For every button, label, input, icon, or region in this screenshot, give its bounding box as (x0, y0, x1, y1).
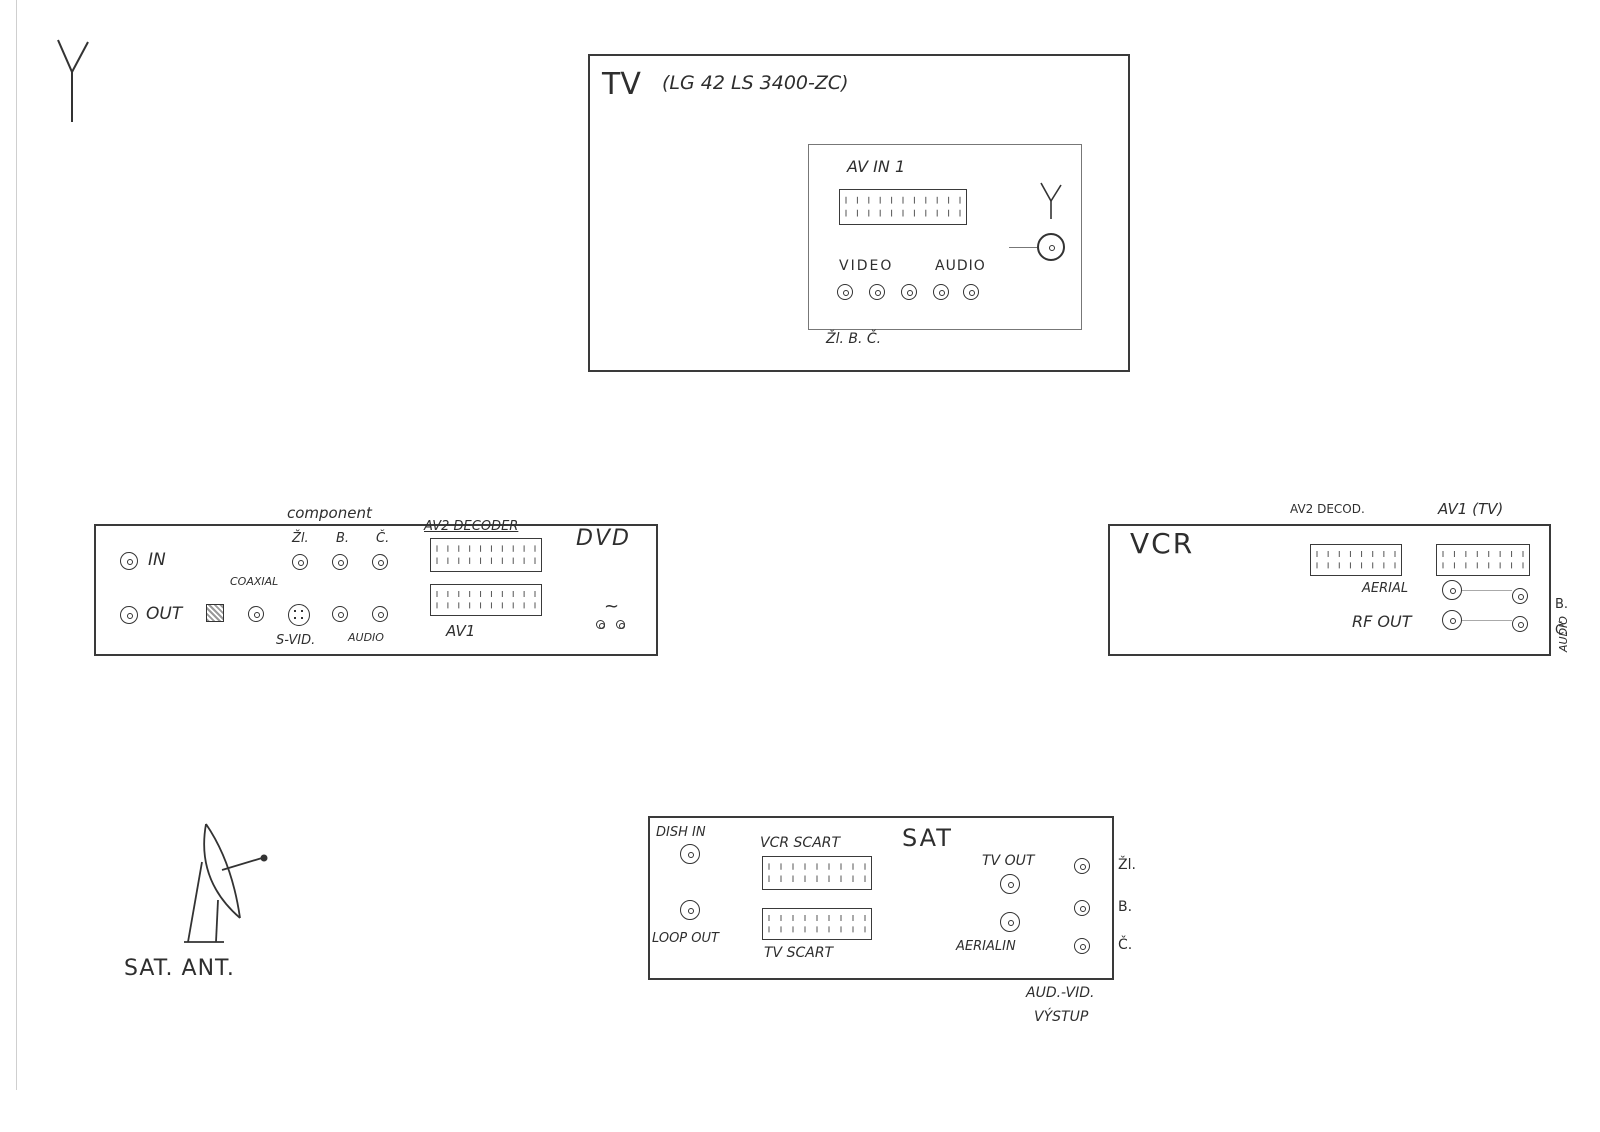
sat-aerial-in-label: AERIALIN (956, 939, 1016, 954)
dvd-svideo-jack[interactable] (288, 604, 310, 626)
dvd-coaxial-label: COAXIAL (230, 575, 279, 588)
scart-pins (1442, 551, 1524, 569)
dvd-panel: IN OUT COAXIAL Žl. B. Č. S-VID. AUDIO AV… (94, 520, 658, 656)
dvd-power-jack-1[interactable] (596, 620, 605, 629)
dvd-power-jack-2[interactable] (616, 620, 625, 629)
vcr-c-label: Č. (1555, 623, 1569, 638)
vcr-panel: VCR AERIAL RF OUT (1108, 524, 1551, 656)
sat-panel: DISH IN LOOP OUT VCR SCART TV SCART SAT … (648, 816, 1114, 980)
tv-av-in-label: AV IN 1 (847, 157, 906, 176)
tv-av-in-1-scart[interactable] (839, 189, 967, 225)
tv-antenna-lead (1009, 247, 1037, 248)
scart-pins (1316, 551, 1396, 569)
tv-audio-l-jack[interactable] (933, 284, 949, 300)
sat-av-zl-jack[interactable] (1074, 858, 1090, 874)
tv-connector-area: AV IN 1 VIDEO AUDIO (808, 144, 1082, 330)
sat-b-label: B. (1118, 899, 1133, 915)
dvd-optical-port[interactable] (206, 604, 224, 622)
dvd-component-label: component (287, 504, 372, 522)
scart-pins (436, 591, 536, 609)
vcr-av1-scart[interactable] (1436, 544, 1530, 576)
dvd-audio-r-jack[interactable] (372, 606, 388, 622)
dvd-title: DVD (576, 526, 631, 551)
dvd-out-label: OUT (146, 604, 183, 624)
vcr-aerial-jack[interactable] (1442, 580, 1462, 600)
vcr-b-label: B. (1555, 597, 1569, 612)
tv-model: (LG 42 LS 3400-ZC) (662, 72, 849, 94)
tv-audio-r-jack[interactable] (963, 284, 979, 300)
scart-pins (768, 915, 866, 933)
tv-component-c-jack[interactable] (901, 284, 917, 300)
sat-vystup-label: VÝSTUP (1034, 1009, 1089, 1025)
vcr-rfout-jack[interactable] (1442, 610, 1462, 630)
dvd-comp-b-label: B. (336, 531, 350, 546)
sat-av-b-jack[interactable] (1074, 900, 1090, 916)
dvd-audio-l-jack[interactable] (332, 606, 348, 622)
tv-component-labels: Žl. B. Č. (826, 331, 882, 347)
vcr-av2-label: AV2 DECOD. (1290, 502, 1365, 516)
tv-antenna-jack[interactable] (1037, 233, 1065, 261)
sat-c-label: Č. (1118, 937, 1133, 953)
sat-tv-out-jack[interactable] (1000, 874, 1020, 894)
sat-title: SAT (902, 824, 953, 852)
vcr-lead-line-2 (1462, 620, 1512, 621)
dvd-power-symbol: ~ (604, 596, 620, 617)
dvd-coaxial-jack[interactable] (248, 606, 264, 622)
vcr-lead-line-1 (1462, 590, 1512, 591)
tv-panel: TV (LG 42 LS 3400-ZC) AV IN 1 VIDEO AUDI… (588, 54, 1130, 372)
tv-video-label: VIDEO (839, 258, 894, 274)
sat-dish-in-jack[interactable] (680, 844, 700, 864)
sat-dish-in-label: DISH IN (656, 825, 706, 840)
dvd-av2-scart[interactable] (430, 538, 542, 572)
dvd-av2-label: AV2 DECODER (424, 519, 519, 534)
vcr-aerial-label: AERIAL (1362, 581, 1409, 596)
tv-audio-label: AUDIO (935, 258, 986, 274)
scart-pins (845, 196, 961, 217)
sat-vcr-scart[interactable] (762, 856, 872, 890)
dvd-av1-label: AV1 (446, 622, 476, 640)
dvd-comp-zl-label: Žl. (292, 531, 309, 546)
tv-component-zl-jack[interactable] (837, 284, 853, 300)
sat-tv-scart[interactable] (762, 908, 872, 940)
sat-zl-label: Žl. (1118, 857, 1136, 873)
sat-tv-out-label: TV OUT (982, 853, 1035, 869)
dvd-in-label: IN (148, 550, 166, 570)
tv-component-b-jack[interactable] (869, 284, 885, 300)
page-margin-line (16, 0, 17, 1090)
dvd-comp-zl-jack[interactable] (292, 554, 308, 570)
vcr-av1-label: AV1 (TV) (1438, 500, 1504, 518)
dvd-out-jack[interactable] (120, 606, 138, 624)
scart-pins (436, 545, 536, 564)
vcr-av2-scart[interactable] (1310, 544, 1402, 576)
dvd-comp-c-jack[interactable] (372, 554, 388, 570)
sat-loop-out-label: LOOP OUT (652, 931, 719, 946)
sat-antenna-label: SAT. ANT. (124, 956, 235, 981)
dvd-av1-scart[interactable] (430, 584, 542, 616)
dvd-in-jack[interactable] (120, 552, 138, 570)
sat-aerial-in-jack[interactable] (1000, 912, 1020, 932)
vcr-audio-b-jack[interactable] (1512, 588, 1528, 604)
sat-vcr-scart-label: VCR SCART (760, 835, 841, 851)
tv-antenna-icon (1040, 182, 1062, 219)
sat-av-c-jack[interactable] (1074, 938, 1090, 954)
scart-pins (768, 863, 866, 882)
dvd-svid-label: S-VID. (276, 633, 316, 648)
sat-loop-out-jack[interactable] (680, 900, 700, 920)
sat-audvid-label: AUD.-VID. (1026, 985, 1095, 1001)
sat-tv-scart-label: TV SCART (764, 945, 834, 961)
vcr-title: VCR (1130, 527, 1195, 560)
dvd-comp-c-label: Č. (376, 531, 390, 546)
vcr-audio-c-jack[interactable] (1512, 616, 1528, 632)
vcr-rfout-label: RF OUT (1352, 612, 1412, 631)
tv-title: TV (602, 67, 641, 102)
dvd-comp-b-jack[interactable] (332, 554, 348, 570)
dvd-audio-label: AUDIO (348, 631, 384, 644)
